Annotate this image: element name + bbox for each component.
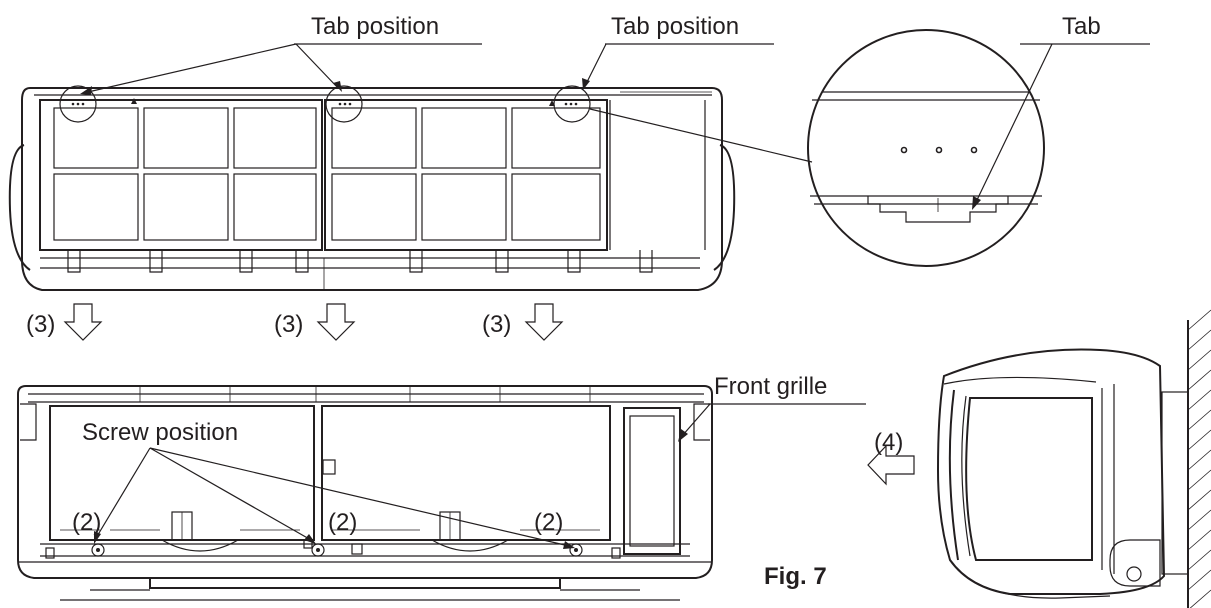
- tab-position-label-left: Tab position: [311, 13, 439, 40]
- step-2-label-a: (2): [72, 509, 101, 536]
- down-arrow-icon: [524, 303, 564, 341]
- step-3-label-b: (3): [274, 311, 303, 338]
- tab-position-label-right: Tab position: [611, 13, 739, 40]
- screw-icon: [91, 543, 105, 557]
- step-3-label-c: (3): [482, 311, 511, 338]
- step-3-label-a: (3): [26, 311, 55, 338]
- tab-label: Tab: [1062, 13, 1101, 40]
- tab-position-marker-left: [59, 85, 97, 123]
- down-arrow-icon: [63, 303, 103, 341]
- screw-icon: [569, 543, 583, 557]
- front-grille-label: Front grille: [714, 373, 827, 400]
- screw-icon: [311, 543, 325, 557]
- indoor-unit-front-bottom: [17, 385, 713, 601]
- indoor-unit-front-top: [8, 85, 736, 291]
- down-arrow-icon: [316, 303, 356, 341]
- step-2-label-c: (2): [534, 509, 563, 536]
- tab-position-marker-center: [325, 85, 363, 123]
- tab-position-marker-right: [553, 85, 591, 123]
- front-grille: [623, 407, 681, 555]
- figure-caption: Fig. 7: [764, 563, 827, 590]
- indoor-unit-side-view: [936, 309, 1211, 608]
- screw-position-label: Screw position: [82, 419, 238, 446]
- step-2-label-b: (2): [328, 509, 357, 536]
- tab-detail-zoom: [807, 29, 1045, 267]
- left-arrow-icon: [867, 444, 915, 486]
- step-4-label: (4): [874, 429, 903, 456]
